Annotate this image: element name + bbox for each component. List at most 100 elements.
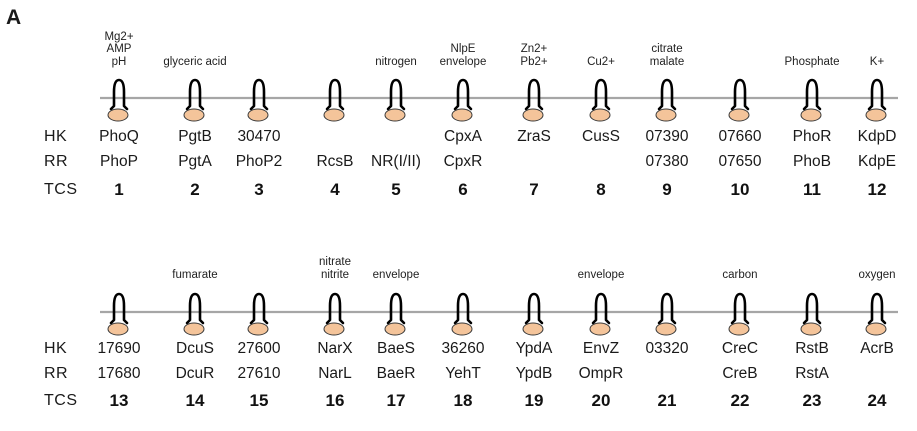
kinase-domain — [728, 322, 750, 336]
signal-line: pH — [111, 55, 127, 68]
kinase-domain — [451, 322, 473, 336]
signal-label: fumarate — [135, 269, 255, 282]
rr-name: 07650 — [718, 153, 762, 170]
signal-label: envelope — [541, 269, 661, 282]
signal-line: nitrate — [319, 256, 351, 268]
rr-name: 07380 — [645, 153, 689, 170]
signal-label: Zn2+Pb2+ — [474, 43, 594, 68]
rr-name: CpxR — [443, 153, 483, 170]
signal-label: glyceric acid — [135, 56, 255, 69]
hk-name: 07660 — [718, 128, 762, 145]
receptor-icon — [655, 78, 677, 122]
hk-name: 36260 — [441, 340, 485, 357]
rr-name: YpdB — [515, 365, 553, 382]
hk-name: 30470 — [237, 128, 281, 145]
kinase-domain — [655, 108, 677, 122]
signal-line: oxygen — [858, 268, 896, 281]
signal-line: nitrite — [320, 268, 350, 281]
signal-line: K+ — [869, 55, 885, 68]
receptor-icon — [384, 292, 406, 336]
kinase-domain — [323, 322, 345, 336]
rr-name: PhoP2 — [235, 153, 283, 170]
hk-name: BaeS — [377, 340, 415, 357]
hk-name: 03320 — [645, 340, 689, 357]
signal-label: nitrogen — [336, 56, 456, 69]
tcs-number: 4 — [330, 180, 340, 199]
hk-name: NarX — [317, 340, 353, 357]
kinase-domain — [107, 108, 129, 122]
receptor-icon — [323, 78, 345, 122]
tcs-number: 5 — [391, 180, 401, 199]
tcs-number: 12 — [867, 180, 887, 199]
hk-name: RstB — [795, 340, 829, 357]
kinase-domain — [384, 108, 406, 122]
kinase-domain — [451, 108, 473, 122]
row-label-tcs: TCS — [44, 181, 78, 198]
kinase-domain — [384, 322, 406, 336]
tcs-number: 2 — [190, 180, 200, 199]
signal-line: envelope — [372, 268, 420, 281]
receptor-icon — [800, 292, 822, 336]
tcs-number: 9 — [662, 180, 672, 199]
signal-line: citrate — [651, 43, 683, 55]
kinase-domain — [522, 108, 544, 122]
signal-label: carbon — [680, 269, 800, 282]
tcs-number: 7 — [529, 180, 539, 199]
tcs-number: 10 — [730, 180, 750, 199]
rr-name: NarL — [318, 365, 352, 382]
kinase-domain — [865, 322, 887, 336]
hk-name: PhoR — [792, 128, 832, 145]
receptor-icon — [522, 292, 544, 336]
signal-label: oxygen — [817, 269, 917, 282]
tcs-number: 8 — [596, 180, 606, 199]
signal-line: envelope — [577, 268, 625, 281]
row-label-rr: RR — [44, 365, 69, 382]
kinase-domain — [183, 108, 205, 122]
kinase-domain — [247, 322, 269, 336]
kinase-domain — [728, 108, 750, 122]
kinase-domain — [522, 322, 544, 336]
hk-name: AcrB — [860, 340, 894, 357]
kinase-domain — [107, 322, 129, 336]
kinase-domain — [589, 108, 611, 122]
signal-line: malate — [649, 55, 685, 68]
rr-name: 17680 — [97, 365, 141, 382]
tcs-number: 16 — [325, 391, 345, 410]
hk-name: CpxA — [444, 128, 482, 145]
receptor-icon — [247, 292, 269, 336]
kinase-domain — [655, 322, 677, 336]
signal-line: Zn2+ — [520, 43, 548, 55]
panel-label: A — [6, 6, 22, 29]
tcs-number: 13 — [109, 391, 129, 410]
rr-name: PgtA — [178, 153, 212, 170]
kinase-domain — [865, 108, 887, 122]
rr-name: RstA — [795, 365, 829, 382]
tcs-number: 24 — [867, 391, 887, 410]
signal-line: Pb2+ — [520, 55, 548, 68]
tcs-number: 3 — [254, 180, 264, 199]
tcs-number: 21 — [657, 391, 677, 410]
signal-label: Cu2+ — [541, 56, 661, 69]
receptor-icon — [323, 292, 345, 336]
tcs-number: 11 — [803, 180, 821, 199]
receptor-icon — [183, 78, 205, 122]
tcs-number: 18 — [453, 391, 473, 410]
tcs-number: 1 — [114, 180, 124, 199]
rr-name: PhoP — [100, 153, 138, 170]
receptor-icon — [728, 292, 750, 336]
receptor-icon — [865, 292, 887, 336]
rr-name: DcuR — [175, 365, 215, 382]
hk-name: PgtB — [178, 128, 212, 145]
receptor-icon — [183, 292, 205, 336]
receptor-icon — [451, 292, 473, 336]
signal-line: AMP — [106, 43, 132, 55]
rr-name: CreB — [722, 365, 758, 382]
signal-label: envelope — [336, 269, 456, 282]
row-label-hk: HK — [44, 128, 68, 145]
receptor-icon — [728, 78, 750, 122]
receptor-icon — [589, 78, 611, 122]
